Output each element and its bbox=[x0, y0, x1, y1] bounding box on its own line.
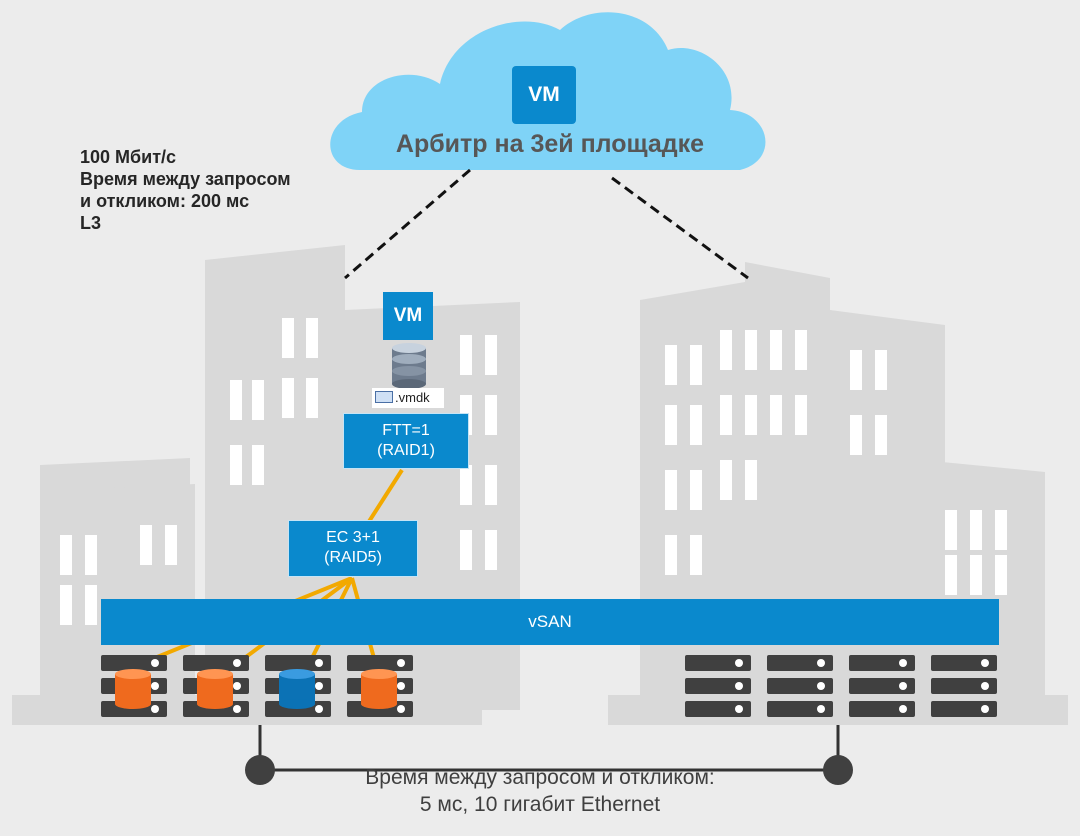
inter-site-bandwidth: 5 мс, 10 гигабит Ethernet bbox=[419, 793, 661, 816]
server-led bbox=[151, 705, 159, 713]
server-led bbox=[233, 705, 241, 713]
disk-top bbox=[279, 669, 315, 679]
server-led bbox=[981, 659, 989, 667]
server-unit bbox=[931, 701, 997, 717]
site-a-windows bbox=[60, 318, 497, 625]
server-led bbox=[735, 705, 743, 713]
server-led bbox=[397, 659, 405, 667]
site-b-server-1 bbox=[685, 655, 751, 717]
server-unit bbox=[767, 701, 833, 717]
disk-top bbox=[361, 669, 397, 679]
server-unit bbox=[101, 655, 167, 671]
storage-disk-orange bbox=[361, 669, 397, 709]
disk-bottom bbox=[197, 699, 233, 709]
site-b-windows bbox=[665, 330, 1007, 595]
server-led bbox=[981, 682, 989, 690]
server-led bbox=[315, 682, 323, 690]
witness-link-layer: L3 bbox=[80, 213, 102, 233]
server-unit bbox=[685, 655, 751, 671]
server-unit bbox=[347, 655, 413, 671]
vsan-datastore-bar: vSAN bbox=[101, 599, 999, 645]
policy-ec-raid5: EC 3+1 (RAID5) bbox=[288, 520, 418, 577]
server-unit bbox=[183, 655, 249, 671]
server-unit bbox=[931, 678, 997, 694]
vmdk-label: .vmdk bbox=[372, 388, 444, 408]
server-unit bbox=[685, 701, 751, 717]
policy-ftt-raid1: FTT=1 (RAID1) bbox=[343, 413, 469, 469]
server-led bbox=[899, 705, 907, 713]
witness-link-site-a bbox=[344, 168, 471, 280]
disk-bottom bbox=[279, 699, 315, 709]
server-unit bbox=[767, 678, 833, 694]
policy-raid5-line2: (RAID5) bbox=[324, 549, 382, 566]
inter-site-link-specs: Время между запросом и откликом: 5 мс, 1… bbox=[250, 764, 830, 818]
server-unit bbox=[849, 701, 915, 717]
server-led bbox=[315, 705, 323, 713]
vmdk-text: .vmdk bbox=[395, 390, 430, 405]
inter-site-latency: Время между запросом и откликом: bbox=[365, 766, 715, 789]
site-b-servers bbox=[685, 655, 997, 717]
server-led bbox=[817, 682, 825, 690]
vmdk-database-icon bbox=[392, 343, 426, 389]
disk-top bbox=[115, 669, 151, 679]
server-unit bbox=[849, 678, 915, 694]
server-unit bbox=[265, 655, 331, 671]
server-led bbox=[817, 705, 825, 713]
server-led bbox=[817, 659, 825, 667]
inter-site-link bbox=[245, 725, 853, 785]
server-led bbox=[233, 682, 241, 690]
disk-bottom bbox=[361, 699, 397, 709]
site-b-server-3 bbox=[849, 655, 915, 717]
server-led bbox=[233, 659, 241, 667]
server-led bbox=[899, 682, 907, 690]
site-a-link-node bbox=[245, 755, 275, 785]
site-b-server-4 bbox=[931, 655, 997, 717]
witness-link-latency-1: Время между запросом bbox=[80, 169, 291, 189]
witness-link-latency-2: и откликом: 200 мс bbox=[80, 191, 250, 211]
server-led bbox=[735, 659, 743, 667]
site-b-server-2 bbox=[767, 655, 833, 717]
witness-link-site-b bbox=[611, 176, 749, 280]
policy-raid1-line2: (RAID1) bbox=[377, 442, 435, 459]
server-led bbox=[151, 682, 159, 690]
policy-raid5-line1: EC 3+1 bbox=[326, 529, 380, 546]
witness-title: Арбитр на 3ей площадке bbox=[395, 130, 705, 158]
server-unit bbox=[685, 678, 751, 694]
site-a-disks bbox=[115, 669, 397, 709]
server-led bbox=[735, 682, 743, 690]
server-led bbox=[397, 682, 405, 690]
site-a-building bbox=[12, 245, 520, 725]
server-unit bbox=[849, 655, 915, 671]
server-led bbox=[315, 659, 323, 667]
storage-disk-orange bbox=[197, 669, 233, 709]
server-led bbox=[981, 705, 989, 713]
site-b-link-node bbox=[823, 755, 853, 785]
policy-raid1-line1: FTT=1 bbox=[382, 422, 430, 439]
witness-vm-badge: VM bbox=[512, 66, 576, 124]
server-unit bbox=[767, 655, 833, 671]
storage-disk-orange bbox=[115, 669, 151, 709]
server-led bbox=[899, 659, 907, 667]
site-a-vm-badge: VM bbox=[383, 292, 433, 340]
witness-link-specs: 100 Мбит/с Время между запросом и отклик… bbox=[80, 146, 291, 234]
disk-top bbox=[197, 669, 233, 679]
disk-file-icon bbox=[375, 391, 393, 403]
witness-link-bandwidth: 100 Мбит/с bbox=[80, 147, 177, 167]
server-unit bbox=[931, 655, 997, 671]
storage-disk-blue bbox=[279, 669, 315, 709]
server-led bbox=[151, 659, 159, 667]
server-led bbox=[397, 705, 405, 713]
disk-bottom bbox=[115, 699, 151, 709]
